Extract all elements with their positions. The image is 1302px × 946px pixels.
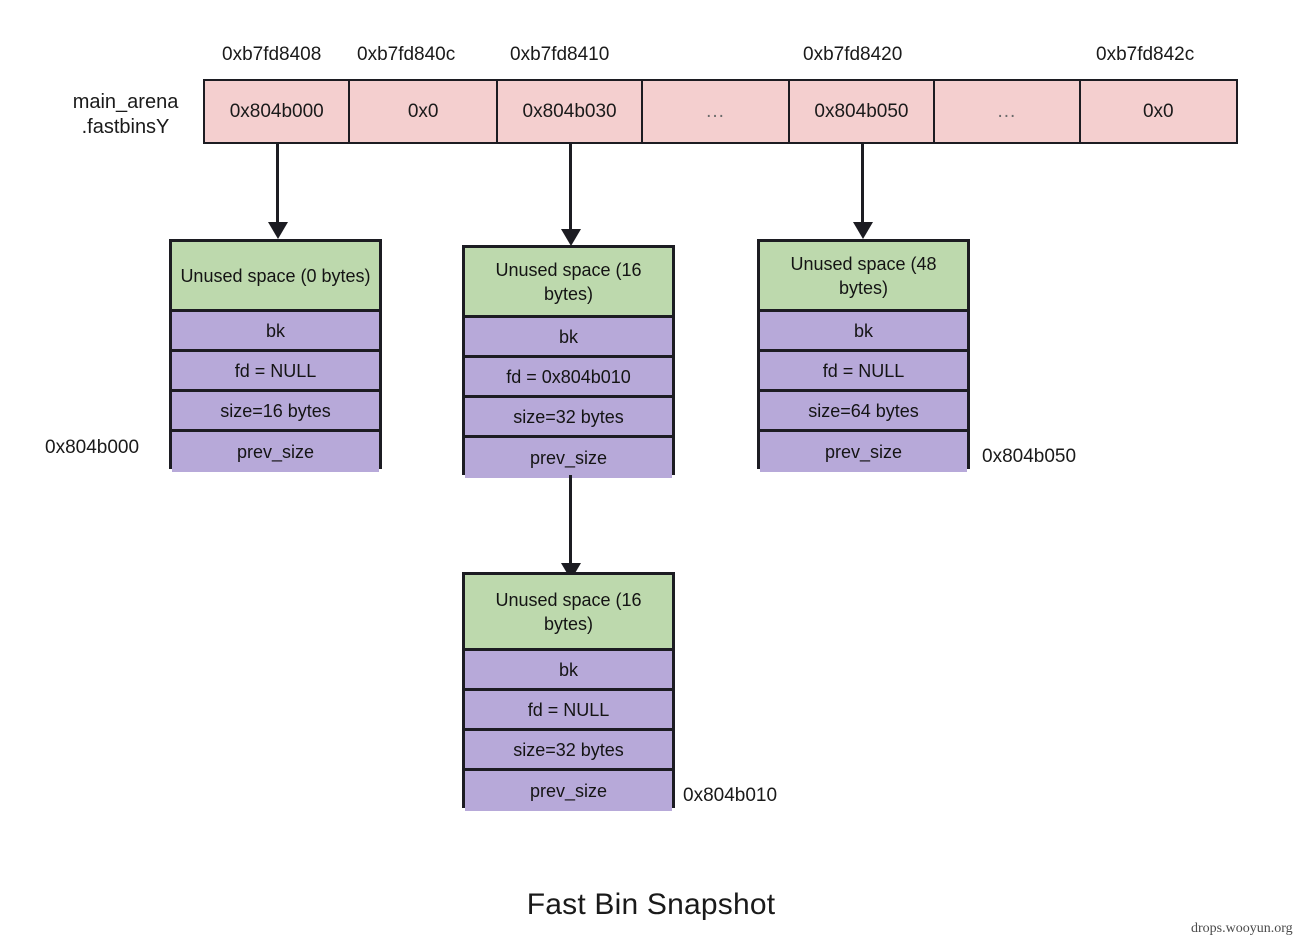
chunk-segment-fd: fd = NULL: [465, 691, 672, 731]
fastbin-address-header-4: 0xb7fd842c: [1096, 44, 1195, 65]
figure-caption: Fast Bin Snapshot: [526, 888, 776, 921]
watermark: drops.wooyun.org: [1191, 921, 1293, 936]
chunk-address-label-0x804b000: 0x804b000: [45, 437, 140, 458]
chunk-segment-unused-space: Unused space (16 bytes): [465, 575, 672, 651]
fastbin-cell-0[interactable]: 0x804b000: [205, 81, 351, 142]
main-arena-fastbinsy-label: main_arena .fastbinsY: [72, 91, 179, 138]
fastbin-address-header-2: 0xb7fd8410: [510, 44, 610, 65]
fastbin-address-header-0: 0xb7fd8408: [222, 44, 322, 65]
arrow-fastbin0-to-chunk-0x804b000: [268, 144, 288, 239]
chunk-segment-prev-size: prev_size: [172, 432, 379, 472]
fastbin-cell-4[interactable]: 0x804b050: [789, 81, 936, 142]
chunk-segment-unused-space: Unused space (48 bytes): [760, 242, 967, 312]
fastbin-cell-3[interactable]: ...: [643, 81, 790, 142]
chunk-address-label-0x804b010: 0x804b010: [683, 785, 778, 806]
chunk-0x804b000[interactable]: Unused space (0 bytes) bk fd = NULL size…: [169, 239, 382, 472]
arrow-shaft: [861, 144, 864, 222]
chunk-segment-size: size=16 bytes: [172, 392, 379, 432]
arrow-head-icon: [853, 222, 873, 239]
fastbin-cell-5[interactable]: ...: [935, 81, 1081, 142]
chunk-0x804b030[interactable]: Unused space (16 bytes) bk fd = 0x804b01…: [462, 245, 675, 478]
arrow-fastbin4-to-chunk-0x804b050: [853, 144, 873, 239]
fastbin-cell-6[interactable]: 0x0: [1080, 81, 1236, 142]
chunk-segment-unused-space: Unused space (16 bytes): [465, 248, 672, 318]
arrow-head-icon: [561, 229, 581, 246]
chunk-segment-size: size=32 bytes: [465, 731, 672, 771]
chunk-segment-bk: bk: [172, 312, 379, 352]
chunk-segment-bk: bk: [465, 318, 672, 358]
chunk-segment-prev-size: prev_size: [465, 438, 672, 478]
arrow-shaft: [569, 475, 572, 563]
chunk-segment-prev-size: prev_size: [465, 771, 672, 811]
arrow-fastbin2-to-chunk-0x804b030: [561, 144, 581, 246]
chunk-segment-size: size=32 bytes: [465, 398, 672, 438]
chunk-0x804b010[interactable]: Unused space (16 bytes) bk fd = NULL siz…: [462, 572, 675, 811]
fastbin-address-header-3: 0xb7fd8420: [803, 44, 903, 65]
chunk-address-label-0x804b050: 0x804b050: [982, 446, 1077, 467]
chunk-segment-prev-size: prev_size: [760, 432, 967, 472]
arrow-chunk-0x804b030-to-chunk-0x804b010: [561, 475, 581, 580]
chunk-segment-size: size=64 bytes: [760, 392, 967, 432]
fastbin-cell-1[interactable]: 0x0: [350, 81, 498, 142]
chunk-segment-fd: fd = NULL: [172, 352, 379, 392]
chunk-segment-bk: bk: [465, 651, 672, 691]
chunk-0x804b050[interactable]: Unused space (48 bytes) bk fd = NULL siz…: [757, 239, 970, 472]
chunk-segment-fd: fd = NULL: [760, 352, 967, 392]
arrow-shaft: [276, 144, 279, 222]
arrow-shaft: [569, 144, 572, 229]
chunk-segment-bk: bk: [760, 312, 967, 352]
chunk-segment-unused-space: Unused space (0 bytes): [172, 242, 379, 312]
chunk-segment-fd: fd = 0x804b010: [465, 358, 672, 398]
fastbin-address-header-1: 0xb7fd840c: [357, 44, 456, 65]
fastbins-array: 0x804b000 0x0 0x804b030 ... 0x804b050 ..…: [203, 79, 1238, 144]
arrow-head-icon: [268, 222, 288, 239]
fastbin-cell-2[interactable]: 0x804b030: [497, 81, 644, 142]
